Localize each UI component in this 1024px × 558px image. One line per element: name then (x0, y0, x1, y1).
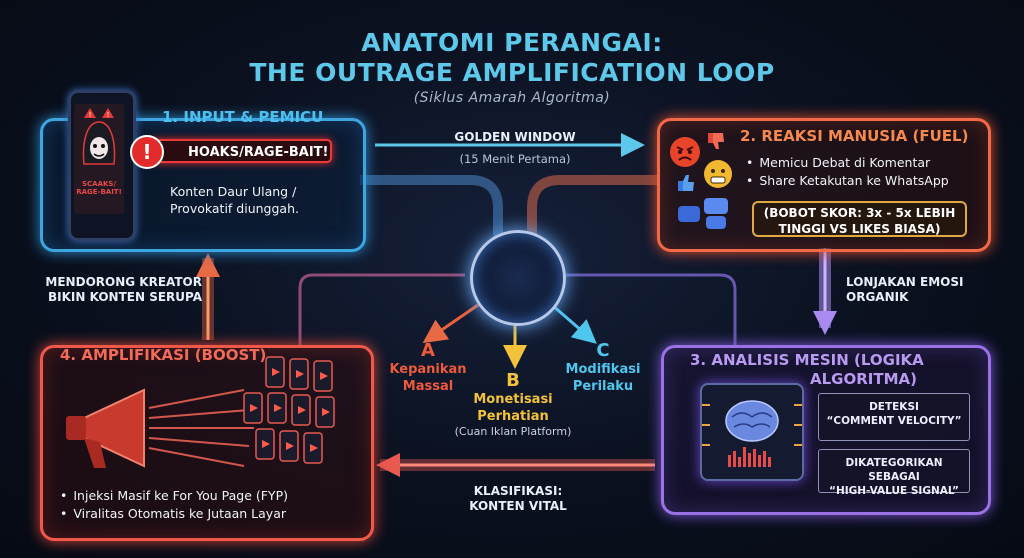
thumbs-down-icon (708, 133, 724, 149)
hub-icon (470, 230, 566, 326)
dikategorikan-box: DIKATEGORIKAN SEBAGAI “HIGH-VALUE SIGNAL… (818, 449, 970, 497)
lonjakan-label: LONJAKAN EMOSI ORGANIK (846, 275, 963, 305)
output-b-letter: B (506, 370, 520, 391)
mesin-heading-line2: ALGORITMA) (810, 370, 917, 388)
dikat-line1: DIKATEGORIKAN SEBAGAI (845, 457, 943, 483)
brain-chip-icon (700, 383, 804, 481)
mesin-heading-line1: 3. ANALISIS MESIN (LOGIKA (690, 351, 924, 369)
mendorong-line1: MENDORONG KREATOR (45, 275, 202, 289)
hoaks-alert: HOAKS/RAGE-BAIT! (152, 139, 332, 163)
golden-window-label: GOLDEN WINDOW (454, 130, 576, 144)
subtitle: (Siklus Amarah Algoritma) (413, 90, 611, 106)
phone-scam-text: SCAAKS/ RAGE-BAIT! (76, 180, 122, 196)
output-c-line2: Perilaku (572, 379, 634, 394)
mendorong-line2: BIKIN KONTEN SERUPA (47, 290, 202, 304)
output-b: B Monetisasi Perhatian (Cuan Iklan Platf… (438, 370, 588, 438)
output-a-line2: Massal (402, 379, 454, 394)
output-c-line1: Modifikasi (565, 362, 641, 377)
phone-stack-icon (243, 356, 335, 464)
megaphone-icon (66, 388, 254, 468)
mendorong-label: MENDORONG KREATOR BIKIN KONTEN SERUPA (40, 275, 202, 305)
chat-bubbles-icon (678, 198, 728, 229)
svg-text:!: ! (89, 111, 92, 119)
klasifikasi-line2: KONTEN VITAL (469, 499, 567, 513)
angry-emoji-icon (670, 137, 700, 167)
grimace-emoji-icon (704, 160, 732, 188)
klasifikasi-line1: KLASIFIKASI: (473, 484, 563, 498)
output-a-line1: Kepanikan (389, 362, 467, 377)
ampl-item-2: Viralitas Otomatis ke Jutaan Layar (60, 505, 286, 522)
warning-icon: ! (130, 135, 164, 169)
output-b-line1: Monetisasi (473, 392, 553, 407)
klasifikasi-label: KLASIFIKASI: KONTEN VITAL (448, 484, 588, 514)
bobot-skor-box: (BOBOT SKOR: 3x - 5x LEBIH TINGGI VS LIK… (752, 201, 967, 237)
reaksi-item-2: Share Ketakutan ke WhatsApp (746, 172, 948, 189)
output-b-line2: Perhatian (477, 409, 549, 424)
output-c: C Modifikasi Perilaku (555, 340, 651, 395)
title-line1: ANATOMI PERANGAI: (361, 28, 663, 57)
input-desc-line2: Provokatif diunggah. (170, 201, 299, 216)
amplifikasi-heading: 4. AMPLIFIKASI (BOOST) (60, 346, 267, 364)
thumbs-up-icon (678, 175, 694, 191)
bobot-line2: TINGGI VS LIKES BIASA) (778, 222, 941, 236)
output-c-letter: C (596, 340, 610, 361)
hacker-icon: ! ! (74, 104, 124, 214)
output-a: A Kepanikan Massal (380, 340, 476, 395)
reaksi-heading: 2. REAKSI MANUSIA (FUEL) (740, 127, 969, 145)
mesin-heading: 3. ANALISIS MESIN (LOGIKA ALGORITMA) (690, 351, 924, 389)
svg-text:!: ! (107, 111, 110, 119)
dikat-line2: “HIGH-VALUE SIGNAL” (829, 485, 959, 497)
golden-window-sub: (15 Menit Pertama) (459, 152, 571, 166)
deteksi-box: DETEKSI “COMMENT VELOCITY” (818, 393, 970, 441)
lonjakan-line2: ORGANIK (846, 290, 909, 304)
input-desc-line1: Konten Daur Ulang / (170, 184, 297, 199)
deteksi-line2: “COMMENT VELOCITY” (826, 415, 962, 427)
ampl-item-1: Injeksi Masif ke For You Page (FYP) (60, 487, 288, 504)
lonjakan-line1: LONJAKAN EMOSI (846, 275, 964, 289)
bobot-line1: (BOBOT SKOR: 3x - 5x LEBIH (763, 206, 956, 220)
title-line2: THE OUTRAGE AMPLIFICATION LOOP (249, 58, 775, 87)
output-b-sub: (Cuan Iklan Platform) (454, 425, 572, 438)
reaksi-item-1: Memicu Debat di Komentar (746, 154, 930, 171)
output-a-letter: A (421, 340, 435, 361)
deteksi-line1: DETEKSI (869, 401, 919, 413)
input-heading: 1. INPUT & PEMICU (162, 108, 324, 126)
